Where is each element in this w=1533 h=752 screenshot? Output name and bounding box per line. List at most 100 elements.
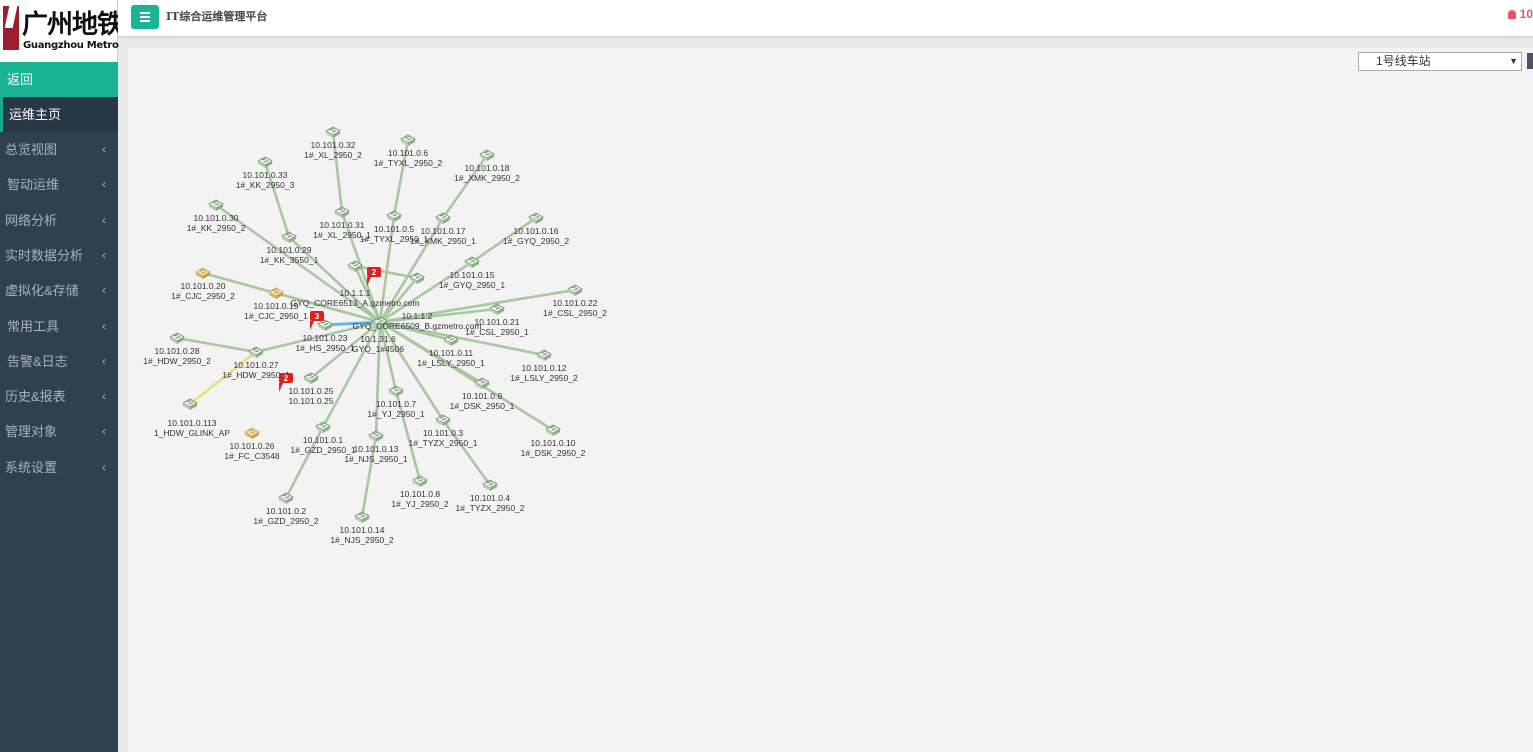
sidebar: 广州地铁 Guangzhou Metro 返回 运维主页 总览视图 ‹ 智动运维‹… bbox=[0, 0, 123, 752]
node-ip: 10.101.0.29 bbox=[267, 245, 312, 255]
alarm-flag-icon[interactable]: 2 bbox=[279, 373, 293, 392]
topology-node[interactable]: 10.101.0.41#_TYZX_2950_2 bbox=[456, 479, 525, 513]
sidebar-item-label: 告警&日志 bbox=[7, 354, 68, 369]
node-name: 1#_XL_2950_1 bbox=[313, 230, 371, 240]
node-ip: 10.101.0.27 bbox=[234, 360, 279, 370]
topology-node[interactable]: 10.101.0.121#_LSLY_2950_2 bbox=[510, 349, 578, 383]
sidebar-item-tools[interactable]: 常用工具‹ bbox=[0, 309, 118, 344]
node-name: 1#_GZD_2950_2 bbox=[253, 516, 318, 526]
sidebar-item-virtualization-storage[interactable]: 虚拟化&存储‹ bbox=[0, 273, 118, 308]
chevron-left-icon: ‹ bbox=[102, 142, 106, 156]
topology-node[interactable]: 10.101.0.281#_HDW_2950_2 bbox=[143, 332, 211, 366]
alarm-flag-icon[interactable]: 2 bbox=[367, 267, 381, 286]
node-ip: 10.101.0.17 bbox=[421, 226, 466, 236]
logo-en: Guangzhou Metro bbox=[23, 40, 119, 51]
node-ip: 10.101.0.20 bbox=[181, 281, 226, 291]
switch-icon bbox=[388, 385, 404, 397]
topology-node[interactable]: 10.101.0.111#_LSLY_2950_1 bbox=[417, 334, 485, 368]
side-panel-toggle[interactable] bbox=[1527, 53, 1533, 69]
sidebar-item-history-reports[interactable]: 历史&报表‹ bbox=[0, 379, 118, 414]
node-name: 10.101.0.25 bbox=[289, 396, 334, 406]
switch-icon bbox=[482, 479, 498, 491]
node-name: 1#_FC_C3548 bbox=[224, 451, 280, 461]
station-select[interactable]: 1号线车站 ▼ bbox=[1358, 52, 1522, 71]
topology-node[interactable]: 10.101.0.331#_KK_2950_3 bbox=[236, 156, 295, 190]
node-ip: 10.101.0.6 bbox=[388, 148, 428, 158]
topology-link bbox=[378, 260, 474, 324]
topology-canvas[interactable] bbox=[128, 48, 1533, 752]
topology-link bbox=[470, 216, 538, 264]
topology-node[interactable]: 10.101.0.201#_CJC_2950_2 bbox=[171, 267, 235, 301]
node-name: 1#_CJC_2950_2 bbox=[171, 291, 235, 301]
topology-node[interactable]: 10.101.0.311#_XL_2950_1 bbox=[313, 206, 371, 240]
topology-node[interactable]: 10.101.0.151#_GYQ_2950_1 bbox=[439, 256, 505, 290]
chevron-left-icon: ‹ bbox=[102, 177, 106, 191]
topology-node[interactable]: 10.101.0.161#_GYQ_2950_2 bbox=[503, 212, 569, 246]
node-name: 1#_KK_2950_3 bbox=[236, 180, 295, 190]
node-ip: 10.1.1.1 bbox=[340, 288, 371, 298]
switch-icon bbox=[303, 372, 319, 384]
alert-notification[interactable]: 10 bbox=[1507, 7, 1533, 21]
node-name: 1#_XMK_2950_2 bbox=[454, 173, 520, 183]
node-ip: 10.101.0.14 bbox=[340, 525, 385, 535]
topology-node[interactable]: 10.101.0.291#_KK_3550_1 bbox=[260, 231, 319, 265]
topology-node[interactable]: 10.101.0.31#_TYZX_2950_1 bbox=[409, 414, 478, 448]
chevron-left-icon: ‹ bbox=[102, 248, 106, 262]
sidebar-item-overview[interactable]: 总览视图 ‹ bbox=[0, 132, 118, 167]
topology-node[interactable]: 10.101.0.321#_XL_2950_2 bbox=[304, 126, 362, 160]
sidebar-item-label: 实时数据分析 bbox=[5, 248, 84, 263]
sidebar-item-managed-objects[interactable]: 管理对象‹ bbox=[0, 414, 118, 449]
node-name: 1#_CSL_2950_2 bbox=[543, 308, 607, 318]
node-name: 1#_HDW_2950_1 bbox=[222, 370, 290, 380]
menu-toggle-button[interactable] bbox=[131, 5, 159, 29]
node-ip: 10.101.0.30 bbox=[194, 213, 239, 223]
node-ip: 10.101.0.26 bbox=[230, 441, 275, 451]
topology-node[interactable]: 10.101.0.91#_DSK_2950_1 bbox=[450, 377, 515, 411]
topology-node[interactable]: 10.101.0.271#_HDW_2950_1 bbox=[222, 346, 290, 380]
node-name: 1#_GZD_2950_1 bbox=[290, 445, 355, 455]
topology-node[interactable]: 10.101.0.191#_CJC_2950_1 bbox=[244, 287, 308, 321]
topology-node[interactable]: 10.101.0.261#_FC_C3548 bbox=[224, 427, 280, 461]
sidebar-item-smart-ops[interactable]: 智动运维‹ bbox=[0, 167, 118, 202]
logo-cn: 广州地铁 bbox=[22, 10, 123, 40]
node-ip: 10.101.0.21 bbox=[475, 317, 520, 327]
alarm-flag-icon[interactable]: 3 bbox=[310, 311, 324, 330]
topology-node[interactable]: 10.101.0.211#_CSL_2950_1 bbox=[465, 303, 529, 337]
hamburger-icon bbox=[140, 12, 150, 14]
topology-node[interactable]: 10.101.0.171#_XMK_2950_1 bbox=[410, 212, 476, 246]
topology-node[interactable]: 10.101.0.61#_TYXL_2950_2 bbox=[374, 134, 443, 168]
topology-node[interactable]: 10.101.0.81#_YJ_2950_2 bbox=[391, 475, 449, 509]
topology-node[interactable]: 10.101.0.51#_TYXL_2950_1 bbox=[360, 210, 429, 244]
guangzhou-metro-logo[interactable]: 广州地铁 Guangzhou Metro bbox=[0, 0, 123, 62]
chevron-left-icon: ‹ bbox=[102, 213, 106, 227]
node-ip: 10.101.0.1 bbox=[303, 435, 343, 445]
sidebar-item-alarms-logs[interactable]: 告警&日志‹ bbox=[0, 344, 118, 379]
topology-node[interactable]: 10.101.0.131#_NJS_2950_1 bbox=[344, 430, 408, 464]
topology-node[interactable]: 10.101.0.71#_YJ_2950_1 bbox=[367, 385, 425, 419]
topology-link bbox=[378, 320, 445, 422]
sidebar-item-realtime-analysis[interactable]: 实时数据分析 ‹ bbox=[0, 238, 118, 273]
topology-node[interactable]: 10.101.0.141#_NJS_2950_2 bbox=[330, 511, 394, 545]
node-ip: 10.101.0.28 bbox=[155, 346, 200, 356]
topology-node[interactable]: 10.101.0.301#_KK_2950_2 bbox=[187, 199, 246, 233]
station-select-value: 1号线车站 bbox=[1376, 54, 1431, 68]
topology-node[interactable]: 10.101.0.21#_GZD_2950_2 bbox=[253, 492, 319, 526]
topology-node[interactable]: 10.101.0.181#_XMK_2950_2 bbox=[454, 149, 520, 183]
node-ip: 10.101.0.23 bbox=[303, 333, 348, 343]
topology-node[interactable]: 10.101.0.231#_HS_2950_1 bbox=[295, 319, 355, 353]
sidebar-item-system-settings[interactable]: 系统设置‹ bbox=[0, 450, 118, 485]
sidebar-item-back[interactable]: 返回 bbox=[0, 62, 118, 97]
sidebar-item-home[interactable]: 运维主页 bbox=[0, 97, 118, 132]
topology-node[interactable]: 10.101.0.101#_DSK_2950_2 bbox=[521, 424, 586, 458]
sidebar-item-network-analysis[interactable]: 网络分析‹ bbox=[0, 203, 118, 238]
topology-node[interactable]: 10.101.0.11#_GZD_2950_1 bbox=[290, 421, 356, 455]
switch-icon bbox=[334, 206, 350, 218]
topology-node[interactable]: 10.101.0.221#_CSL_2950_2 bbox=[543, 284, 607, 318]
switch-icon bbox=[208, 199, 224, 211]
sidebar-item-label: 总览视图 bbox=[5, 142, 58, 157]
